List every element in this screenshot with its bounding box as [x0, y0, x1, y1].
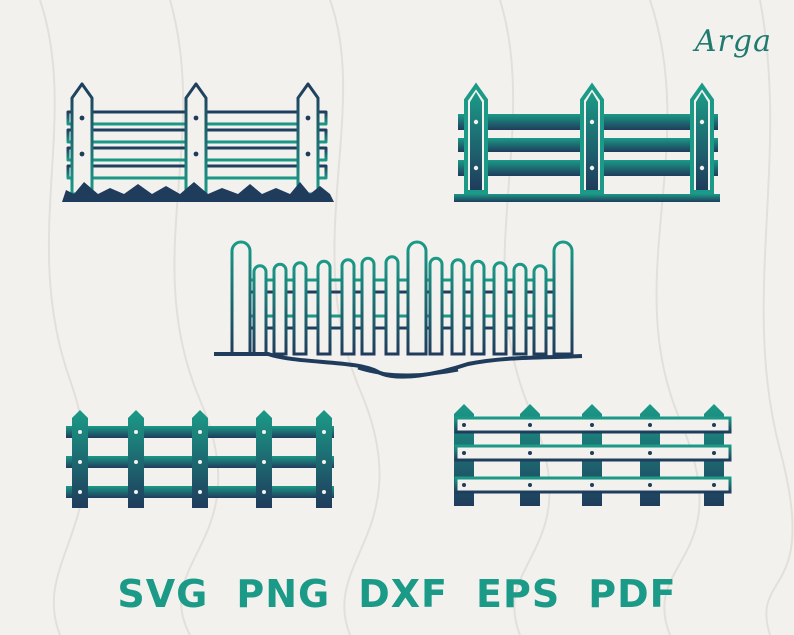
brand-logo: Arga — [694, 24, 772, 59]
rail-fence-wide — [454, 404, 732, 506]
picket — [552, 240, 574, 356]
picket — [512, 262, 528, 356]
wooden-fence-with-grass — [62, 82, 334, 202]
pickets — [230, 240, 574, 356]
picket — [230, 240, 252, 356]
format-label: DXF — [358, 572, 449, 616]
rail-fence-short — [66, 410, 334, 508]
picket — [360, 256, 376, 356]
picket — [406, 240, 428, 356]
picket — [450, 258, 466, 356]
picket — [532, 264, 548, 356]
format-label: PNG — [236, 572, 331, 616]
format-label: EPS — [476, 572, 561, 616]
picket — [316, 259, 332, 356]
file-format-list: SVG PNG DXF EPS PDF — [0, 572, 794, 616]
picket — [470, 259, 486, 356]
picket — [272, 262, 288, 356]
format-label: PDF — [588, 572, 677, 616]
plank-fence-with-bolts — [454, 82, 720, 202]
picket — [492, 261, 508, 356]
picket-fence-on-ground — [214, 240, 583, 379]
picket — [292, 261, 308, 356]
picket — [428, 256, 444, 356]
picket — [252, 264, 268, 356]
picket — [384, 255, 400, 356]
picket — [340, 258, 356, 356]
format-label: SVG — [117, 572, 209, 616]
